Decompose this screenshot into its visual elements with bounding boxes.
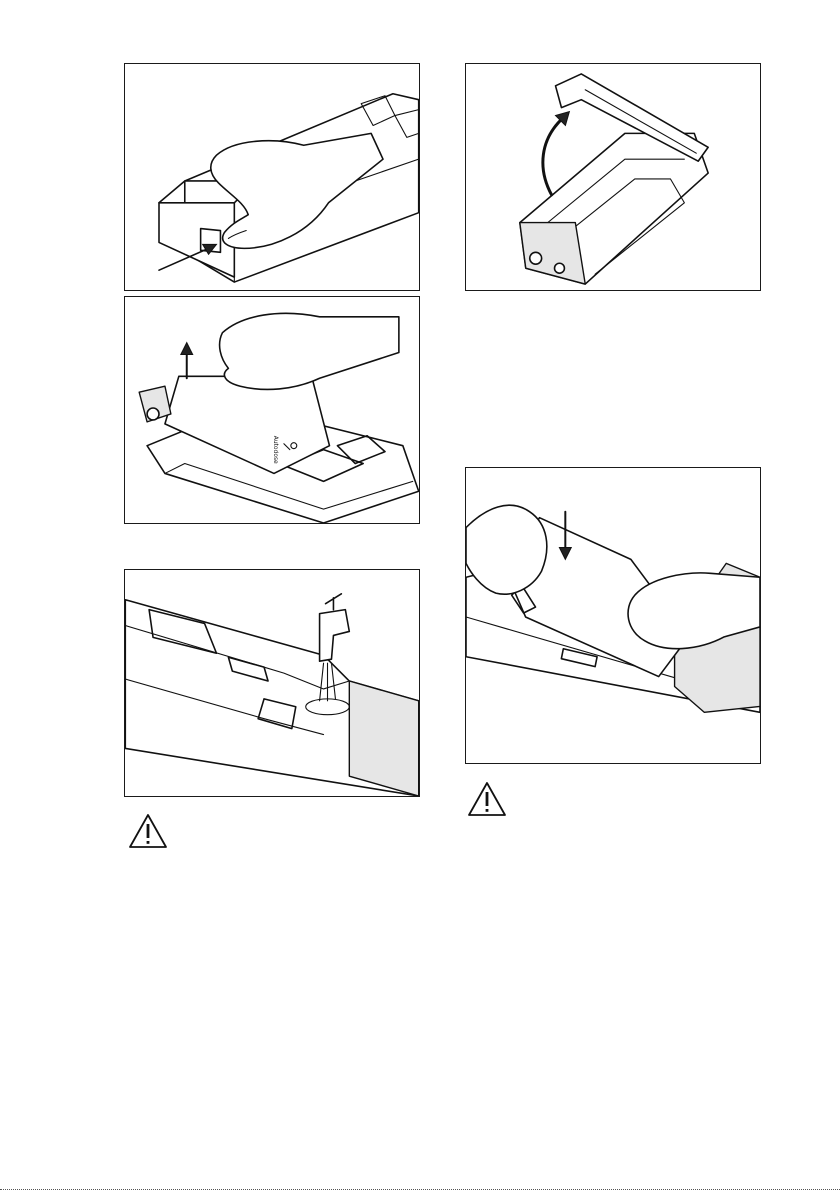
arrow-head-icon [181, 343, 193, 355]
press-release-tab-illustration [125, 64, 419, 290]
illustration-remove-insert: Autodose [124, 296, 420, 524]
mechanism-knob [555, 263, 565, 273]
illustration-refit-insert [465, 467, 761, 764]
lift-lid-illustration [466, 64, 760, 290]
illustration-press-release-tab [124, 63, 420, 291]
curved-arrow [543, 118, 564, 195]
warning-triangle-svg [467, 781, 507, 817]
water-tap [320, 610, 350, 662]
illustration-lift-lid [465, 63, 761, 291]
valve-knob [147, 408, 159, 420]
mechanism-knob [530, 252, 542, 264]
rinse-under-tap-illustration [125, 570, 419, 796]
refit-insert-illustration [466, 468, 760, 763]
hand [220, 313, 399, 389]
warning-triangle-icon [128, 813, 168, 849]
page-bottom-rule [0, 1189, 840, 1190]
left-hand [466, 505, 547, 594]
tap-handle-icon [326, 594, 342, 610]
insert-brand-label: Autodose [272, 436, 279, 464]
drawer-front [349, 681, 418, 796]
insert-mechanism [520, 223, 585, 284]
remove-insert-illustration: Autodose [125, 297, 419, 523]
warning-triangle-icon [467, 781, 507, 817]
illustration-rinse-under-tap [124, 569, 420, 797]
warning-triangle-svg [128, 813, 168, 849]
